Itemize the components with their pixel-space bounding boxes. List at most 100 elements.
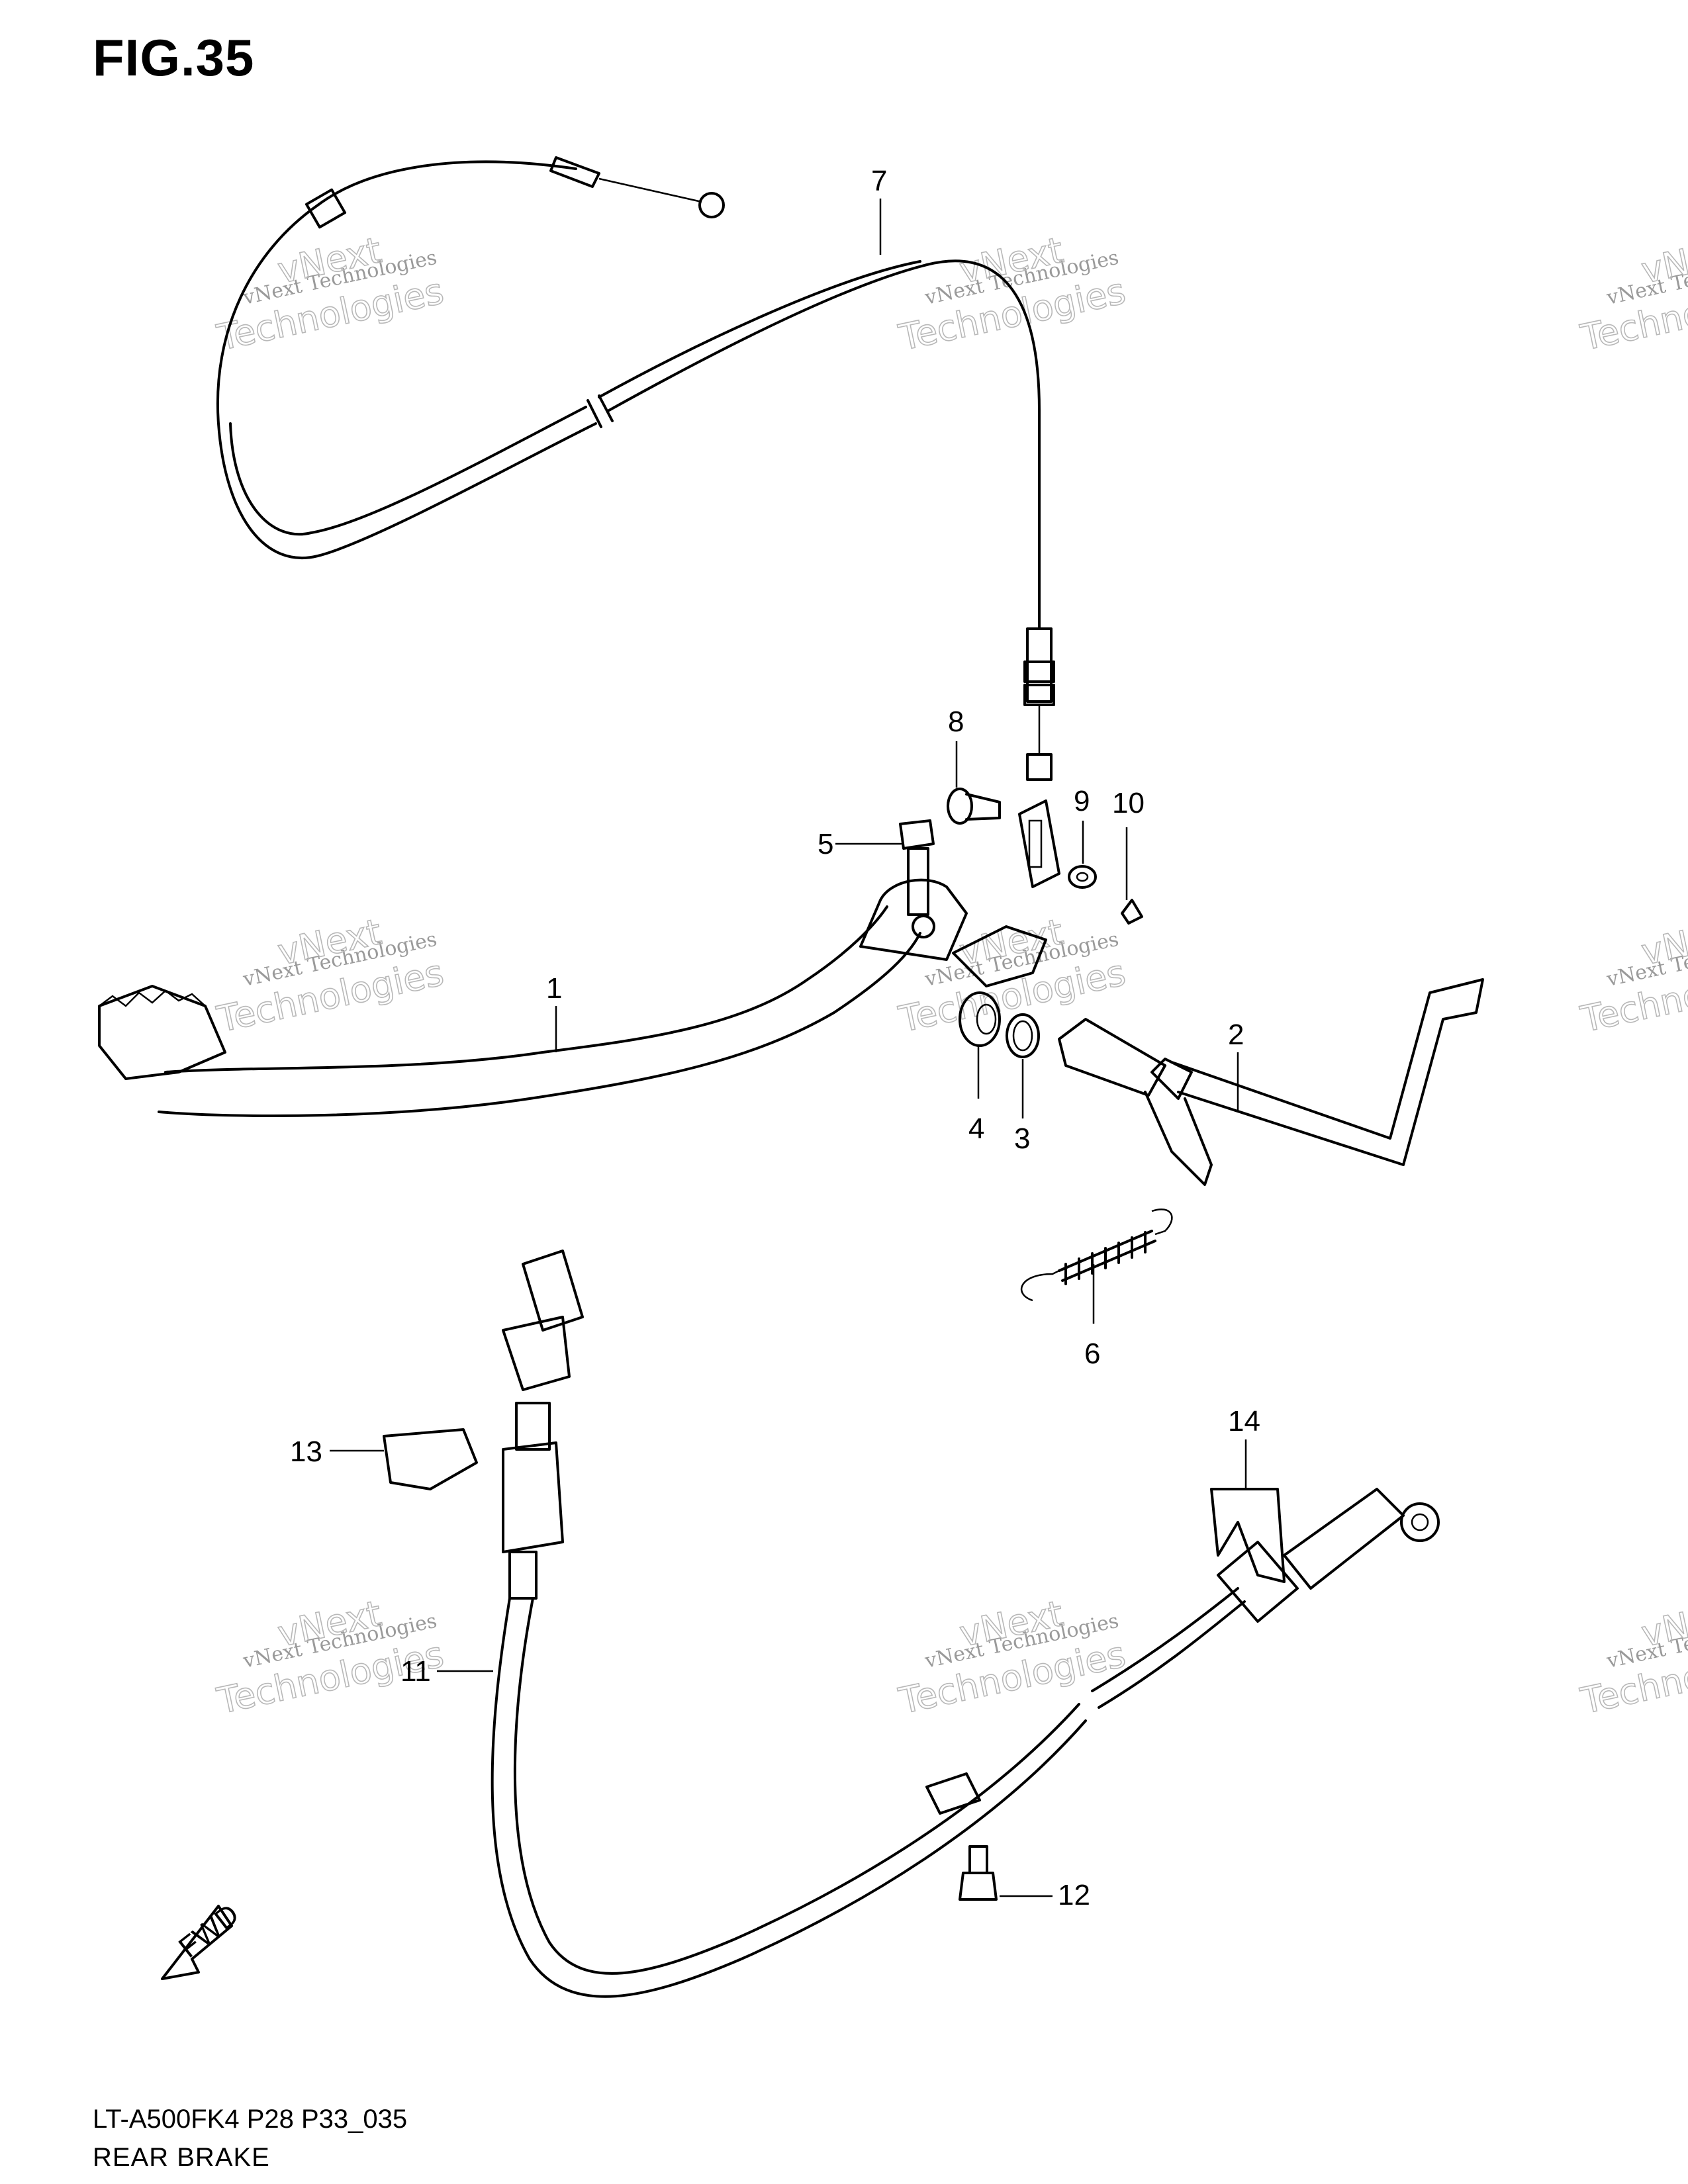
part-4-bushing <box>959 991 1001 1047</box>
cable-lower-boot <box>1217 1541 1299 1623</box>
clip-shape <box>383 1428 478 1490</box>
callout-2: 2 <box>1228 1019 1244 1051</box>
fwd-arrow: FWD <box>161 1898 245 1980</box>
cable-inner-left <box>229 406 587 536</box>
bolt-shank-lower <box>968 1845 988 1874</box>
cable-break-mark <box>598 394 614 422</box>
shaft-arm <box>1170 978 1484 1166</box>
spring-coils <box>1058 1230 1156 1285</box>
bolt-head <box>899 819 935 850</box>
watermark: vNext Technologies vNext Technologies <box>1576 228 1688 359</box>
o-ring-inner <box>1012 1020 1033 1052</box>
cable-upper-fitting <box>522 1250 584 1332</box>
cable-inner-wire <box>598 177 702 203</box>
cable-outer-line-c <box>1098 1600 1246 1709</box>
part-13-clip <box>383 1428 478 1490</box>
leader-lines <box>330 199 1247 1897</box>
pedal-pivot-boss <box>859 878 968 961</box>
watermark: vNext Technologies vNext Technologies <box>1576 910 1688 1040</box>
spring-hook-right <box>1151 1208 1173 1236</box>
part-14-bracket-clip <box>1210 1488 1286 1583</box>
callout-10: 10 <box>1112 787 1145 819</box>
part-2-brake-shaft <box>1058 978 1484 1186</box>
pedal-serrations <box>99 989 206 1007</box>
cable-adjuster <box>515 1402 551 1451</box>
spring-hook-left <box>1020 1269 1060 1302</box>
pedal-arm-bottom <box>158 932 921 1117</box>
bracket-clip-shape <box>1210 1488 1286 1583</box>
pin-head <box>947 788 973 825</box>
watermark: vNext Technologies vNext Technologies <box>212 1592 447 1722</box>
cable-sleeve <box>305 188 347 229</box>
section-name: REAR BRAKE <box>93 2143 270 2172</box>
part-12-bolt <box>959 1845 998 1901</box>
joint-slot <box>1028 819 1043 868</box>
callout-4: 4 <box>968 1113 984 1145</box>
cable-end-barrel <box>1026 753 1053 781</box>
cable-clamp <box>925 1772 981 1815</box>
cable-eyelet-hole <box>1411 1513 1429 1531</box>
callout-8: 8 <box>948 705 964 738</box>
cable-outer-left <box>216 160 597 560</box>
pedal-arm-top <box>164 905 888 1073</box>
bushing-outer <box>959 991 1001 1047</box>
joint-plate <box>1018 799 1060 888</box>
watermark: vNext Technologies vNext Technologies <box>212 228 447 359</box>
fwd-arrow-label: FWD <box>173 1898 245 1964</box>
pedal-cable-arm <box>952 925 1047 987</box>
shaft-spline <box>1058 1018 1166 1097</box>
callout-11: 11 <box>400 1655 431 1688</box>
cable-adjuster-nut <box>1023 660 1055 683</box>
cable-end-nipple <box>698 192 725 218</box>
callout-6: 6 <box>1084 1338 1100 1370</box>
watermark: vNext Technologies vNext Technologies <box>1576 1592 1688 1722</box>
watermark: vNext Technologies vNext Technologies <box>212 910 447 1040</box>
bolt-head-lower <box>959 1872 998 1901</box>
watermark: vNext Technologies vNext Technologies <box>894 1592 1129 1722</box>
cable-adjuster-upper <box>1026 627 1053 703</box>
part-1-brake-pedal <box>98 878 1047 1117</box>
cable-ferrule <box>508 1551 538 1600</box>
watermark-group: vNext Technologies vNext Technologies vN… <box>212 228 1688 1722</box>
part-6-return-spring <box>1020 1208 1173 1302</box>
cotter-pin-shape <box>1121 899 1143 925</box>
cable-bellows <box>1283 1488 1405 1590</box>
part-9-washer <box>1068 865 1097 889</box>
shaft-tab <box>1144 1091 1213 1186</box>
watermark: vNext Technologies vNext Technologies <box>894 228 1129 359</box>
figure-title: FIG.35 <box>93 28 255 87</box>
callout-12: 12 <box>1058 1879 1090 1911</box>
pedal-footplate <box>98 985 226 1080</box>
watermark-outline-top: vNext <box>1638 1592 1688 1655</box>
shaft-collar <box>1150 1058 1193 1100</box>
cable-outer-right <box>608 259 1041 630</box>
part-8-clevis-pin <box>947 788 1001 825</box>
o-ring-outer <box>1006 1013 1040 1058</box>
cable-outer-line-b <box>513 1597 1080 1975</box>
watermark-outline-top: vNext <box>1638 229 1688 291</box>
cable-end-eyelet <box>1400 1502 1440 1542</box>
callout-5: 5 <box>818 828 833 860</box>
watermark: vNext Technologies vNext Technologies <box>894 910 1129 1040</box>
cable-outer-line-d <box>1091 1587 1239 1692</box>
callout-14: 14 <box>1228 1405 1260 1437</box>
part-5-bolt <box>899 819 935 916</box>
cable-inner-right <box>598 260 921 398</box>
callout-labels: 1 2 3 4 5 6 7 8 9 10 11 12 13 14 <box>290 165 1260 1911</box>
arrow-icon <box>161 1905 233 1980</box>
watermark-outline-top: vNext <box>1638 911 1688 973</box>
pin-shaft <box>965 793 1001 821</box>
part-11-brake-cable-lower <box>491 1250 1440 1998</box>
pedal-bolt-hole <box>912 915 935 938</box>
callout-13: 13 <box>290 1435 322 1468</box>
cable-outer-line-a <box>491 1597 1087 1998</box>
washer-hole <box>1076 872 1089 882</box>
model-code: LT-A500FK4 P28 P33_035 <box>93 2105 408 2134</box>
washer-ring <box>1068 865 1097 889</box>
part-10-cotter-pin <box>1121 899 1143 925</box>
cable-joint-bracket <box>1018 799 1060 888</box>
callout-1: 1 <box>546 972 562 1005</box>
cable-upper-clip-body <box>502 1316 571 1391</box>
part-3-o-ring <box>1006 1013 1040 1058</box>
